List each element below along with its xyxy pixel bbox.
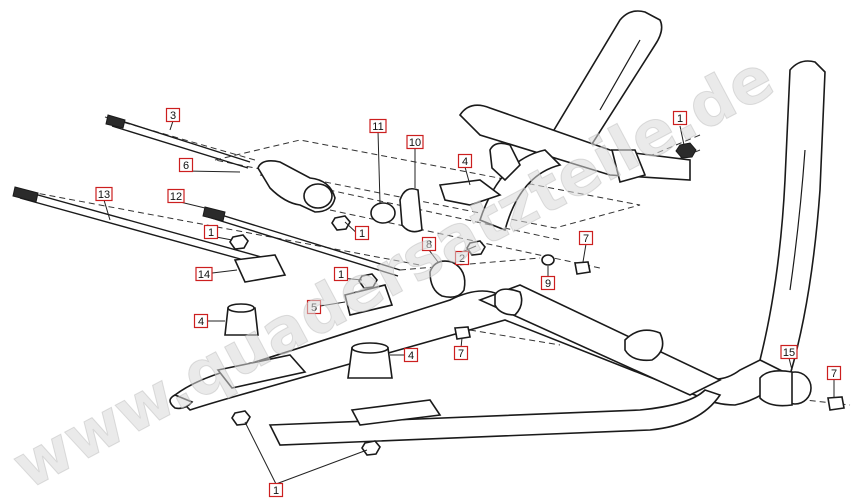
main-lower-frame	[169, 284, 792, 446]
callout-c-6: 6	[178, 157, 194, 173]
callout-box	[826, 365, 842, 381]
callout-box	[403, 347, 419, 363]
callout-c-7b: 7	[453, 345, 469, 361]
callout-box	[178, 157, 194, 173]
callout-c-1b: 1	[354, 225, 370, 241]
callout-c-4b: 4	[193, 313, 209, 329]
callout-number: 6	[183, 160, 189, 172]
callout-c-15: 15	[780, 344, 798, 360]
callout-box	[454, 250, 470, 266]
callout-c-11: 11	[369, 118, 387, 134]
callout-box	[354, 225, 370, 241]
callout-number: 14	[198, 269, 210, 281]
callout-c-1c: 1	[203, 224, 219, 240]
callout-box	[268, 482, 284, 498]
callout-box	[193, 313, 209, 329]
callout-number: 1	[338, 269, 344, 281]
callout-box	[453, 345, 469, 361]
callout-box	[165, 107, 181, 123]
callout-box	[406, 134, 424, 150]
callout-c-9: 9	[540, 275, 556, 291]
callout-number: 9	[545, 278, 551, 290]
callout-box	[195, 266, 213, 282]
callout-box	[203, 224, 219, 240]
callout-number: 4	[408, 350, 414, 362]
callout-box	[578, 230, 594, 246]
callout-c-8: 8	[421, 236, 437, 252]
callout-c-1e: 1	[268, 482, 284, 498]
callout-c-13: 13	[95, 186, 113, 202]
callout-number: 4	[462, 156, 468, 168]
callout-box	[421, 236, 437, 252]
callout-c-5: 5	[306, 299, 322, 315]
callout-box	[333, 266, 349, 282]
callout-c-4a: 4	[457, 153, 473, 169]
alignment-lines	[19, 116, 851, 406]
callout-number: 7	[831, 368, 837, 380]
callout-number: 7	[458, 348, 464, 360]
callout-number: 1	[208, 227, 214, 239]
callout-number: 11	[372, 121, 383, 133]
lower-brackets	[216, 354, 442, 426]
callout-box	[540, 275, 556, 291]
callout-number: 10	[409, 137, 421, 149]
callout-box	[780, 344, 798, 360]
callout-c-7c: 7	[826, 365, 842, 381]
callout-box	[369, 118, 387, 134]
callout-c-7a: 7	[578, 230, 594, 246]
leader-lines	[103, 120, 835, 485]
callout-number: 2	[459, 253, 465, 265]
callout-c-3: 3	[165, 107, 181, 123]
assembly-plane	[214, 139, 641, 229]
tie-rods	[12, 114, 401, 277]
callout-c-2: 2	[454, 250, 470, 266]
callout-number: 7	[583, 233, 589, 245]
callout-number: 1	[359, 228, 365, 240]
callout-c-1a: 1	[672, 110, 688, 126]
callout-box	[457, 153, 473, 169]
callout-box	[95, 186, 113, 202]
callout-c-10: 10	[406, 134, 424, 150]
callout-number: 13	[98, 189, 110, 201]
callout-number: 5	[311, 302, 317, 314]
callout-number: 4	[198, 316, 204, 328]
callout-number: 3	[170, 110, 176, 122]
callout-box	[167, 188, 185, 204]
callout-c-1d: 1	[333, 266, 349, 282]
callout-c-4c: 4	[403, 347, 419, 363]
callout-number: 1	[677, 113, 683, 125]
callout-box	[672, 110, 688, 126]
rubber-mounts	[224, 303, 393, 379]
callout-number: 12	[170, 191, 182, 203]
callout-c-12: 12	[167, 188, 185, 204]
rear-frame-uprights	[546, 10, 826, 377]
callout-c-14: 14	[195, 266, 213, 282]
bushings	[233, 142, 812, 407]
callout-number: 1	[273, 485, 279, 497]
callout-number: 8	[426, 239, 432, 251]
callout-number: 15	[783, 347, 795, 359]
nuts	[229, 142, 845, 456]
callout-box	[306, 299, 322, 315]
